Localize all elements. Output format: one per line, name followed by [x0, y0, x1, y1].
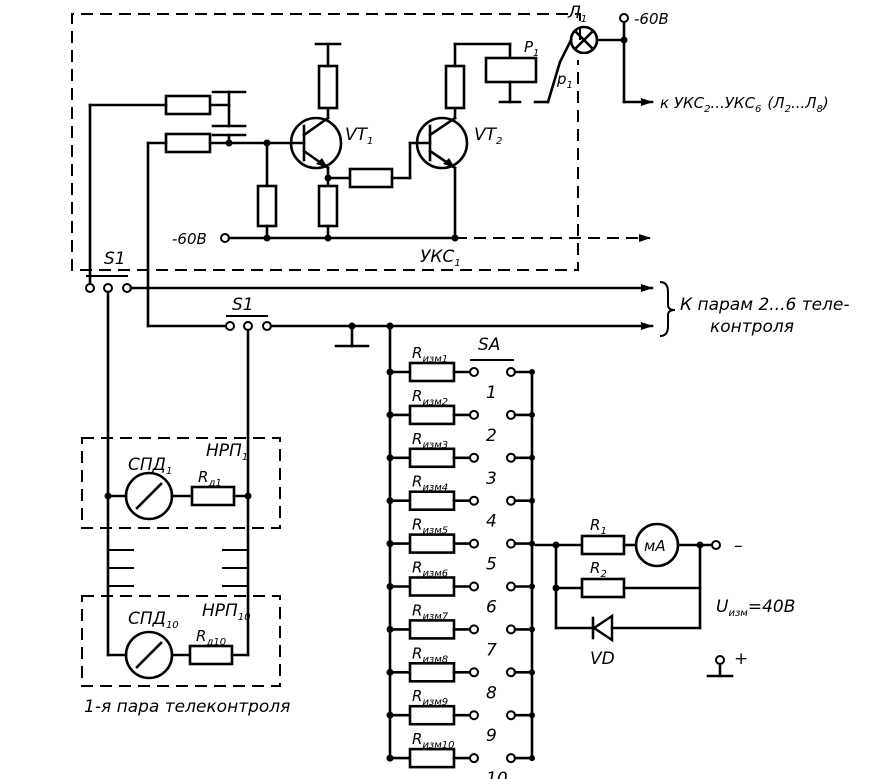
supply-mid-label: -60В [172, 230, 207, 248]
s1-top-label: S1 [104, 249, 126, 269]
vt1-emitter-resistor [317, 184, 339, 228]
measure-resistor-rows: Rизм11Rизм22Rизм33Rизм44Rизм55Rизм66Rизм… [386, 344, 535, 779]
input-resistor-mid [164, 132, 212, 154]
pairs-label-line2: контроля [710, 317, 794, 337]
vd-label: VD [590, 649, 615, 669]
sa-position-label: 2 [486, 426, 497, 446]
spd10-label: СПД10 [128, 609, 179, 631]
minus-terminal [711, 540, 721, 550]
sa-label: SA [478, 335, 500, 355]
relay-p1-coil [484, 56, 538, 84]
nrp1-label: НРП1 [206, 441, 248, 463]
ukc1-label: УКС1 [420, 247, 461, 269]
rd10-label: Rд10 [196, 627, 226, 648]
measure-resistor-label: Rизм1 [412, 344, 448, 365]
measure-resistor-label: Rизм2 [412, 387, 448, 408]
vd-diode [591, 613, 614, 643]
input-resistor-top [164, 94, 212, 116]
sa-position-label: 4 [486, 512, 497, 532]
measure-resistor-label: Rизм8 [412, 644, 448, 665]
pair-caption: 1-я пара телеконтроля [84, 697, 290, 717]
measure-resistor-label: Rизм6 [412, 559, 448, 580]
measure-resistor [408, 404, 456, 426]
r2-label: R2 [590, 559, 607, 580]
measure-resistor [408, 361, 456, 383]
ukc1-boundary [71, 13, 581, 271]
spd1-label: СПД1 [128, 455, 172, 477]
rd1-resistor [190, 485, 236, 507]
uizm-label: Uизм=40В [716, 597, 795, 619]
pairs-label-line1: К парам 2...6 теле- [680, 295, 850, 315]
relay-contact-p1 [546, 60, 562, 104]
measure-resistor [408, 619, 456, 640]
measure-resistor-label: Rизм7 [412, 601, 449, 622]
intermediate-taps [108, 549, 248, 587]
sa-position-label: 1 [486, 383, 497, 403]
measure-resistor-label: Rизм4 [412, 473, 448, 494]
supply-top-label: -60В [634, 10, 669, 28]
minus-label: – [734, 536, 743, 556]
relay-contact-label: р1 [556, 70, 573, 91]
measure-resistor-label: Rизм3 [412, 430, 448, 451]
measure-resistor [408, 704, 456, 726]
sa-position-label: 3 [486, 469, 497, 489]
sa-position-label: 7 [486, 640, 497, 660]
to-ukc-label: к УКС2...УКС6(Л2...Л8) [660, 94, 829, 115]
measure-resistor [408, 447, 456, 469]
rd10-resistor [188, 644, 234, 666]
sa-position-label: 9 [486, 726, 497, 746]
measure-resistor-label: Rизм5 [412, 516, 448, 537]
measure-resistor-label: Rизм9 [412, 687, 448, 708]
vt1-label: VT1 [345, 125, 373, 147]
lamp-l1 [569, 25, 599, 55]
sa-position-label: 6 [486, 598, 497, 618]
r2-resistor [580, 577, 626, 599]
measure-resistor [408, 661, 456, 683]
milliammeter-label: мА [644, 537, 666, 555]
sa-position-label: 8 [486, 683, 497, 703]
nrp10-boundary [81, 595, 281, 687]
s1-mid-label: S1 [232, 295, 254, 315]
sa-position-label: 10 [486, 769, 508, 779]
measure-resistor [408, 490, 456, 512]
measure-resistor-label: Rизм10 [412, 730, 455, 751]
r1-resistor [580, 534, 626, 556]
sa-position-label: 5 [486, 555, 497, 575]
rd1-label: Rд1 [198, 468, 222, 489]
measure-resistor [408, 576, 456, 597]
nrp10-label: НРП10 [202, 601, 251, 623]
plus-label: + [734, 649, 748, 669]
r1-label: R1 [590, 516, 607, 537]
measure-resistor [408, 533, 456, 554]
relay-p1-label: Р1 [524, 38, 539, 59]
vt2-label: VT2 [474, 125, 502, 147]
supply-terminal-top [619, 13, 629, 23]
measure-resistor [408, 747, 456, 769]
vt2-collector-resistor [444, 64, 466, 110]
coupling-resistor [348, 167, 394, 189]
nrp1-boundary [81, 437, 281, 529]
base-divider-resistor [256, 184, 278, 228]
vt1-collector-resistor [317, 64, 339, 110]
lamp-l1-label: Л1 [567, 3, 587, 25]
